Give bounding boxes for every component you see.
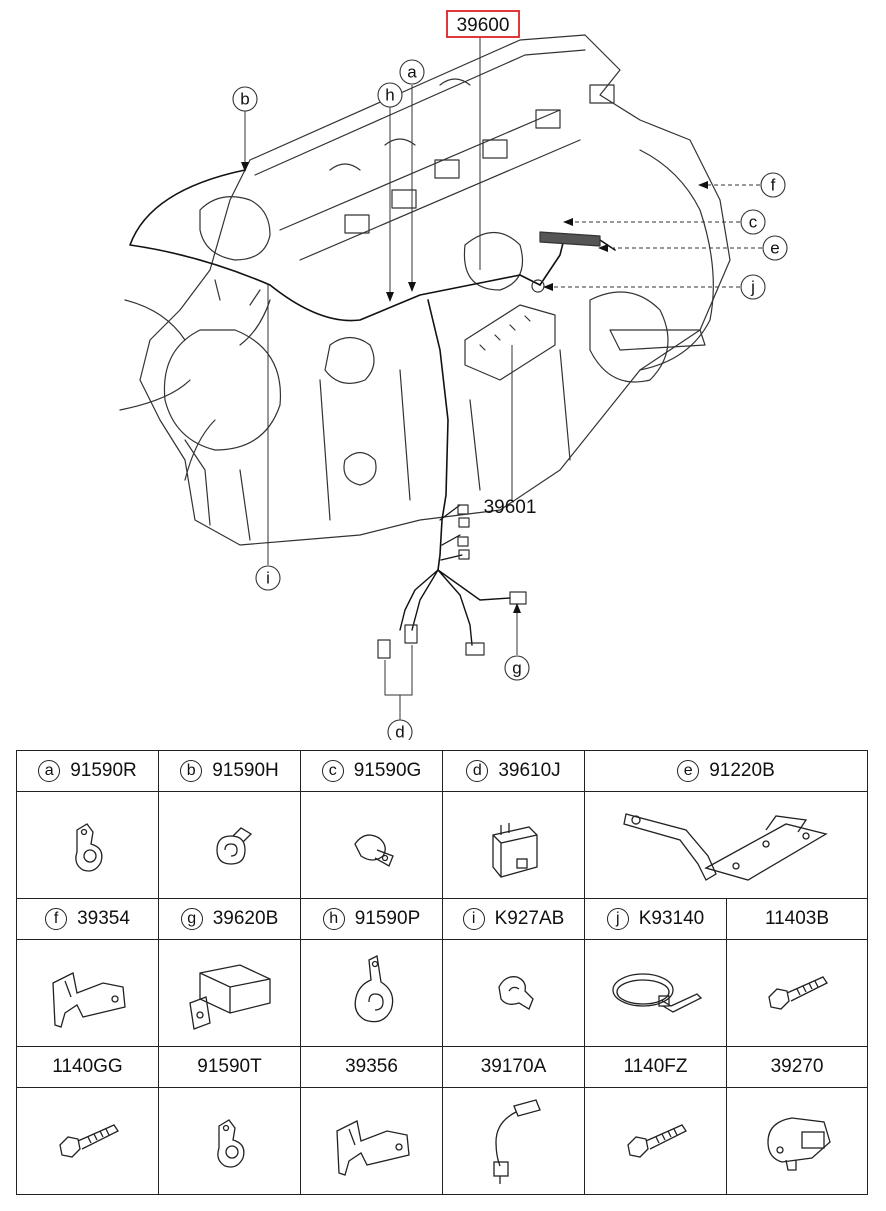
part-image-cell[interactable] [442,791,585,899]
part-image-cell[interactable] [158,1087,301,1195]
bolt-icon [58,1124,119,1158]
map-sensor-icon [767,1117,831,1171]
part-image-cell[interactable] [158,791,301,899]
part-letter-badge: d [466,759,489,782]
sensor-icon [492,1099,541,1184]
callout-i[interactable]: i [266,569,270,588]
part-image-cell[interactable] [16,1087,159,1195]
part-number-link[interactable]: K93140 [638,907,705,929]
part-header-cell: b 91590H [158,750,301,792]
callout-f[interactable]: f [771,176,776,195]
mount-bracket-icon [51,972,126,1028]
callout-h[interactable]: h [385,86,394,105]
engine-wiring-diagram: 39600 39601 b h a f c e j i g d [119,10,788,741]
part-number-link[interactable]: 39356 [345,1055,398,1077]
p-clip-icon [74,823,103,872]
split-clip-icon [215,827,252,865]
main-part-highlight-box [446,10,520,38]
cable-tie-icon [611,973,702,1013]
callout-a[interactable]: a [407,63,417,82]
part-number-link[interactable]: 91590P [354,907,421,929]
part-number-link[interactable]: K927AB [494,907,565,929]
part-header-cell: 39170A [442,1046,585,1088]
part-header-cell: a 91590R [16,750,159,792]
part-image-cell[interactable] [16,791,159,899]
part-header-cell: 39270 [726,1046,868,1088]
part-number-link[interactable]: 91590H [212,759,279,781]
part-letter-badge: j [606,907,629,930]
part-number-link[interactable]: 91590R [70,759,137,781]
relay-icon [491,823,538,878]
callout-e[interactable]: e [770,239,779,258]
callout-b[interactable]: b [240,90,249,109]
part-header-cell: 1140FZ [584,1046,727,1088]
bracket-icon [623,813,828,881]
part-header-cell: j K93140 [584,898,727,940]
part-header-cell: c 91590G [300,750,443,792]
part-header-cell: 39356 [300,1046,443,1088]
part-number-link[interactable]: 1140FZ [623,1055,688,1077]
parts-table: a 91590R b 91590H c 91590G d 39610J e 91220B f 3935… [16,750,868,1195]
callout-g[interactable]: g [512,659,521,678]
callout-c[interactable]: c [749,213,758,232]
callout-circles [232,59,788,740]
part-number-link[interactable]: 11403B [764,907,830,929]
part-number-link[interactable]: 39610J [498,759,561,781]
part-header-cell: e 91220B [584,750,868,792]
part-letter-badge: f [45,907,68,930]
part-letter-badge: g [180,907,203,930]
part-image-cell[interactable] [300,791,443,899]
part-letter-badge: i [462,907,485,930]
part-image-cell[interactable] [16,939,159,1047]
sub-part-number[interactable]: 39601 [484,497,537,518]
part-number-link[interactable]: 39170A [480,1055,547,1077]
part-header-cell: d 39610J [442,750,585,792]
part-image-cell[interactable] [300,1087,443,1195]
part-header-cell: f 39354 [16,898,159,940]
part-letter-badge: c [321,759,344,782]
bolt-icon [626,1124,687,1158]
leader-lines [244,37,762,720]
bolt-icon [768,976,828,1010]
part-number-link[interactable]: 39270 [770,1055,824,1077]
engine-drawing [119,34,731,659]
part-number-link[interactable]: 91590T [197,1055,262,1077]
part-letter-badge: a [38,759,61,782]
part-image-cell[interactable] [442,939,585,1047]
part-image-cell[interactable] [300,939,443,1047]
mount-bracket-icon [335,1120,410,1176]
part-number-link[interactable]: 39620B [212,907,279,929]
main-part-number[interactable]: 39600 [457,15,510,36]
part-image-cell[interactable] [442,1087,585,1195]
callout-d[interactable]: d [395,723,404,741]
part-letter-badge: e [677,759,700,782]
part-image-cell[interactable] [158,939,301,1047]
clip-icon [497,976,534,1010]
part-header-cell: i K927AB [442,898,585,940]
p-clamp-icon [354,955,393,1023]
part-number-link[interactable]: 39354 [77,907,130,929]
part-image-cell[interactable] [584,791,868,899]
callout-j[interactable]: j [750,278,755,297]
connector-box-icon [188,964,271,1030]
p-clip-icon [216,1119,245,1168]
part-image-cell[interactable] [726,939,868,1047]
part-image-cell[interactable] [584,1087,727,1195]
part-header-cell: g 39620B [158,898,301,940]
part-header-cell: 91590T [158,1046,301,1088]
part-header-cell: h 91590P [300,898,443,940]
part-letter-badge: h [322,907,345,930]
band-clip-icon [353,834,394,867]
part-letter-badge: b [180,759,203,782]
part-number-link[interactable]: 1140GG [52,1055,123,1077]
part-image-cell[interactable] [584,939,727,1047]
part-number-link[interactable]: 91590G [353,759,422,781]
part-image-cell[interactable] [726,1087,868,1195]
part-header-cell: 1140GG [16,1046,159,1088]
part-header-cell: 11403B [726,898,868,940]
part-number-link[interactable]: 91220B [709,759,775,781]
